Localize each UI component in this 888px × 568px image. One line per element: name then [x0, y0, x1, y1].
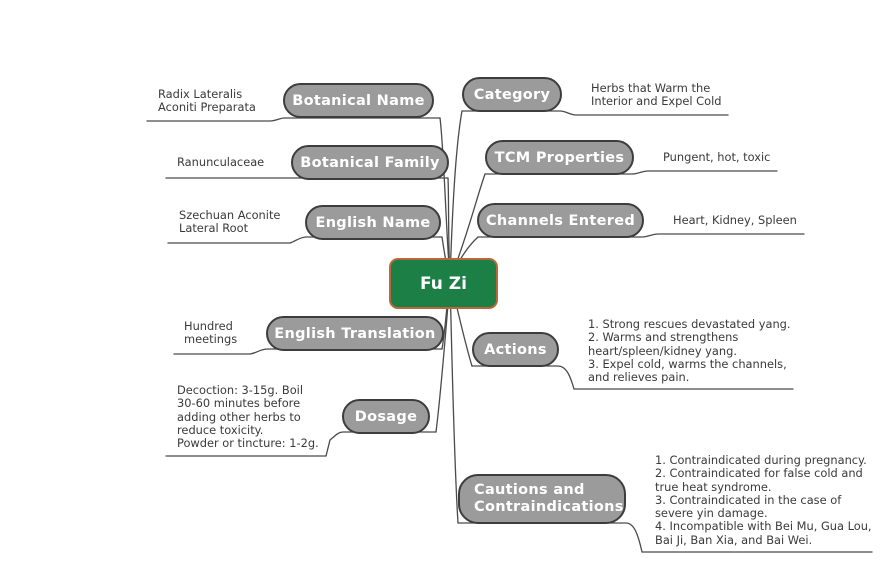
topic-category[interactable]: Category	[462, 77, 562, 112]
detail-cautions: 1. Contraindicated during pregnancy.2. C…	[655, 453, 872, 547]
underline-channels-entered	[477, 233, 805, 238]
underline-actions	[471, 365, 794, 390]
underline-cautions	[457, 522, 873, 553]
topic-actions[interactable]: Actions	[472, 332, 559, 367]
detail-tcm-properties: Pungent, hot, toxic	[663, 150, 771, 164]
underline-botanical-name	[146, 117, 441, 122]
link-cautions	[449, 279, 459, 524]
detail-actions: 1. Strong rescues devastated yang.2. War…	[588, 317, 791, 385]
underline-tcm-properties	[484, 170, 778, 175]
topic-channels-entered[interactable]: Channels Entered	[477, 203, 644, 238]
topic-english-translation[interactable]: English Translation	[266, 316, 444, 351]
underline-category	[461, 110, 729, 116]
topic-english-name[interactable]: English Name	[305, 205, 441, 240]
underline-dosage	[165, 431, 437, 457]
underline-english-name	[167, 236, 443, 244]
topic-tcm-properties[interactable]: TCM Properties	[485, 140, 634, 175]
topic-dosage[interactable]: Dosage	[342, 399, 430, 434]
central-topic[interactable]: Fu Zi	[389, 258, 498, 309]
link-category	[449, 110, 463, 281]
detail-channels-entered: Heart, Kidney, Spleen	[673, 213, 797, 227]
topic-botanical-family[interactable]: Botanical Family	[291, 145, 449, 180]
underline-english-translation	[173, 348, 443, 355]
topic-botanical-name[interactable]: Botanical Name	[283, 83, 434, 118]
detail-botanical-family: Ranunculaceae	[177, 155, 265, 169]
